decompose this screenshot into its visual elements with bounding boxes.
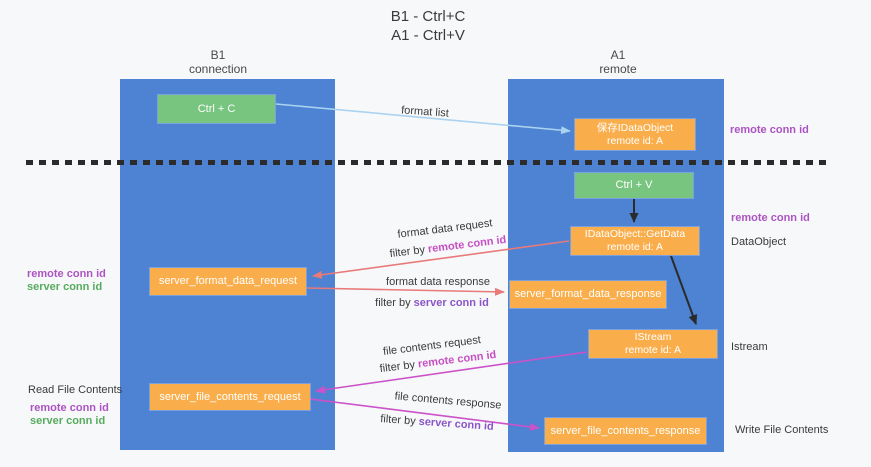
- left-remote-conn-id-label: remote conn id: [27, 268, 106, 280]
- diagram-title: B1 - Ctrl+C A1 - Ctrl+V: [318, 7, 538, 45]
- lane-header-b1: B1 connection: [118, 48, 318, 76]
- lane-a1-role: remote: [599, 62, 637, 76]
- filter-by-text: filter by: [375, 297, 411, 309]
- server-format-data-request-label: server_format_data_request: [158, 275, 298, 287]
- istream-line1: IStream: [634, 331, 672, 343]
- format-data-response-label: format data response: [386, 276, 490, 288]
- ctrl-v-box: Ctrl + V: [575, 173, 693, 198]
- server-format-data-response-box: server_format_data_response: [510, 281, 666, 308]
- save-dataobject-line1: 保存IDataObject: [596, 121, 674, 134]
- left-server-conn-id-label-2: server conn id: [30, 415, 106, 427]
- istream-line2: remote id: A: [624, 344, 682, 356]
- getdata-line1: IDataObject::GetData: [584, 228, 686, 240]
- session-divider-dashed-line: [26, 160, 832, 165]
- server-format-data-response-label: server_format_data_response: [514, 288, 662, 300]
- istream-side-label: Istream: [731, 341, 768, 353]
- read-file-contents-label: Read File Contents: [28, 384, 123, 396]
- istream-box: IStream remote id: A: [589, 330, 717, 358]
- server-conn-id-key: server conn id: [413, 297, 489, 309]
- right-remote-conn-id-label-1: remote conn id: [730, 124, 809, 136]
- idataobject-getdata-box: IDataObject::GetData remote id: A: [571, 227, 699, 255]
- server-conn-id-key: server conn id: [418, 415, 495, 433]
- right-remote-conn-id-label-2: remote conn id: [731, 212, 810, 224]
- file-contents-response-label: file contents response: [394, 390, 502, 412]
- lane-header-a1: A1 remote: [518, 48, 718, 76]
- ctrl-c-label: Ctrl + C: [197, 102, 236, 115]
- format-list-label: format list: [400, 104, 450, 120]
- save-dataobject-line2: remote id: A: [606, 134, 664, 147]
- server-file-contents-response-label: server_file_contents_response: [550, 424, 701, 437]
- title-line-1: B1 - Ctrl+C: [390, 8, 466, 25]
- lane-a1-name: A1: [610, 48, 626, 62]
- write-file-contents-label: Write File Contents: [735, 424, 829, 436]
- title-line-2: A1 - Ctrl+V: [391, 27, 465, 44]
- filter-by-text: filter by: [389, 243, 426, 261]
- server-file-contents-response-box: server_file_contents_response: [545, 418, 706, 444]
- getdata-line2: remote id: A: [606, 241, 664, 253]
- server-file-contents-request-label: server_file_contents_request: [159, 390, 301, 403]
- filter-by-text: filter by: [379, 358, 416, 376]
- ctrl-c-box: Ctrl + C: [158, 95, 275, 123]
- server-file-contents-request-box: server_file_contents_request: [150, 384, 310, 410]
- server-format-data-request-box: server_format_data_request: [150, 268, 306, 295]
- save-dataobject-box: 保存IDataObject remote id: A: [575, 119, 695, 150]
- dataobject-label: DataObject: [731, 236, 787, 248]
- remote-conn-id-key: remote conn id: [427, 233, 507, 256]
- arrow-format-data-response: [306, 287, 505, 296]
- lane-b1-role: connection: [188, 62, 248, 76]
- filter-by-text: filter by: [379, 413, 417, 428]
- left-server-conn-id-label: server conn id: [27, 281, 103, 293]
- ctrl-v-label: Ctrl + V: [615, 179, 653, 191]
- left-remote-conn-id-label-2: remote conn id: [30, 402, 109, 414]
- lane-b1-name: B1: [210, 48, 226, 62]
